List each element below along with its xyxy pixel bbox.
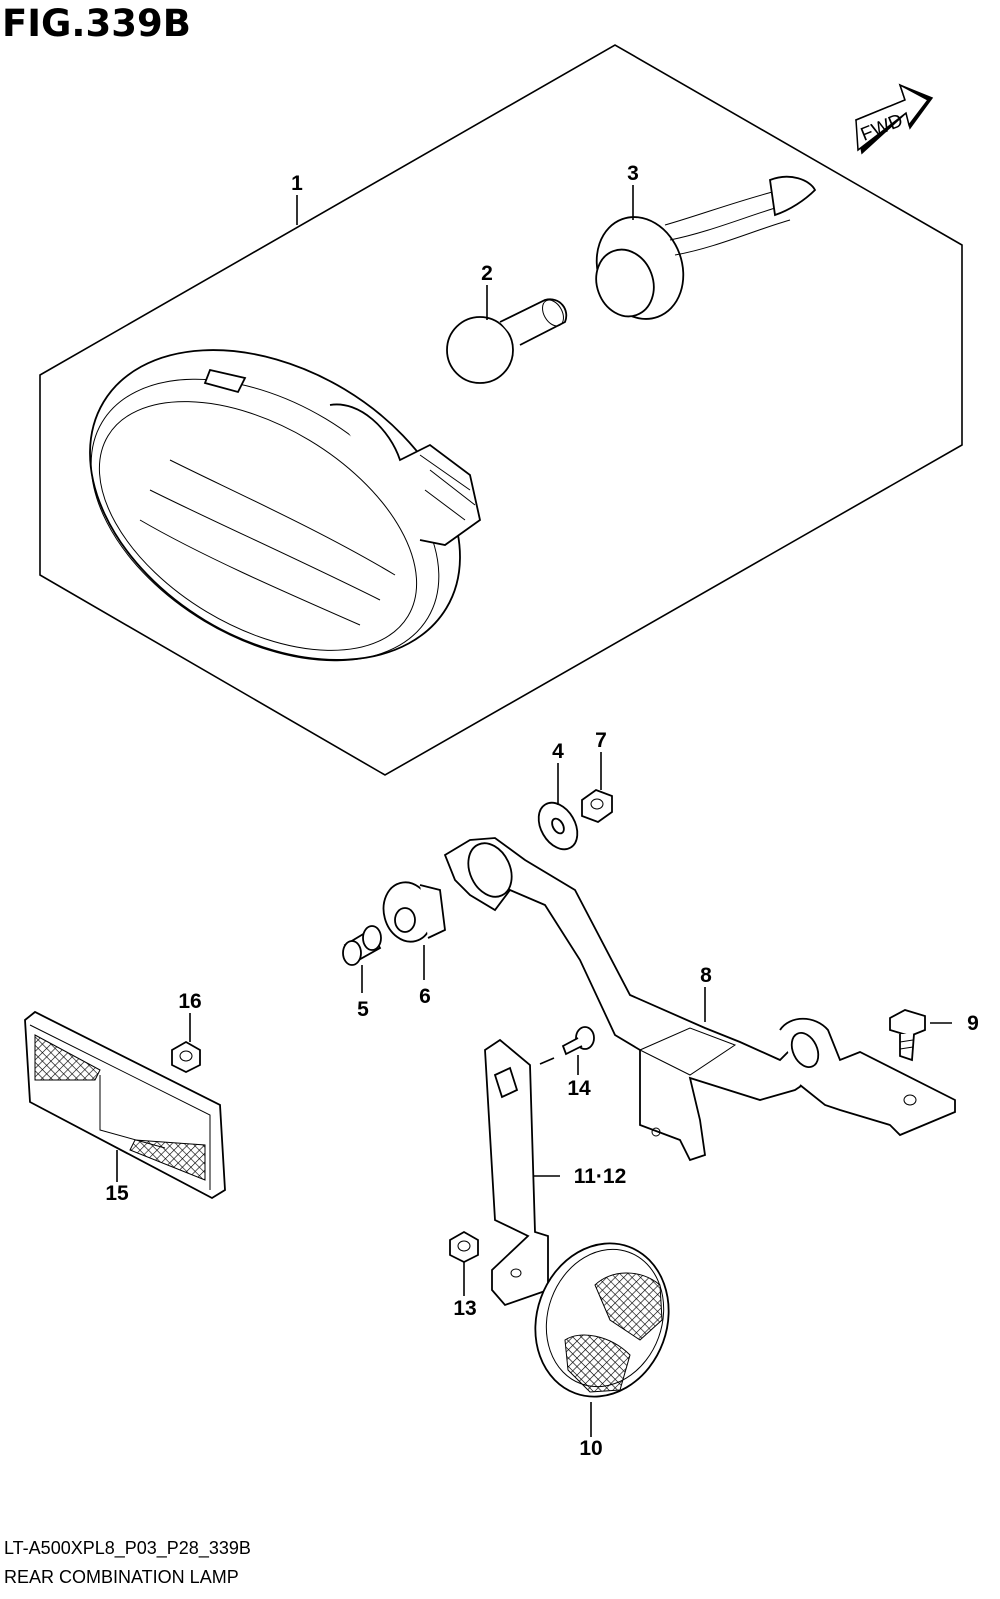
callout-16: 16: [178, 990, 201, 1013]
callout-6: 6: [419, 985, 431, 1008]
nut-16: [171, 1040, 201, 1074]
callout-10: 10: [579, 1437, 602, 1460]
assembly-name: REAR COMBINATION LAMP: [4, 1567, 239, 1587]
washer: [537, 801, 579, 851]
assembly-outline: [39, 44, 963, 776]
model-code: LT-A500XPL8_P03_P28_339B: [4, 1538, 251, 1558]
callout-14: 14: [567, 1077, 591, 1100]
callout-4: 4: [552, 740, 564, 763]
nut-13: [449, 1230, 479, 1264]
lamp-bracket: [443, 837, 956, 1162]
callout-9: 9: [967, 1012, 979, 1035]
callout-11-12: 11·12: [574, 1165, 627, 1188]
callout-5: 5: [357, 998, 369, 1021]
reflector-bracket: [484, 1038, 549, 1307]
bolt-9: [889, 1009, 926, 1062]
callout-2: 2: [481, 262, 493, 285]
callout-8: 8: [700, 964, 712, 987]
rear-lamp-housing: [89, 349, 482, 662]
grommet: [382, 881, 446, 943]
nut-7: [581, 788, 613, 824]
leader-lines: [116, 185, 952, 1437]
callout-1: 1: [291, 172, 303, 195]
figure-title: FIG.339B: [2, 2, 191, 45]
bulb-socket: [595, 175, 817, 320]
forward-arrow-icon: FWD: [855, 83, 934, 155]
spacer-collar: [342, 925, 382, 966]
bulb: [446, 298, 568, 384]
callout-7: 7: [595, 729, 607, 752]
rectangular-reflector: [24, 1010, 226, 1200]
callout-15: 15: [105, 1182, 129, 1205]
round-reflector: [534, 1242, 670, 1398]
callout-13: 13: [453, 1297, 476, 1320]
screw-14: [561, 1026, 595, 1056]
callout-3: 3: [627, 162, 639, 185]
